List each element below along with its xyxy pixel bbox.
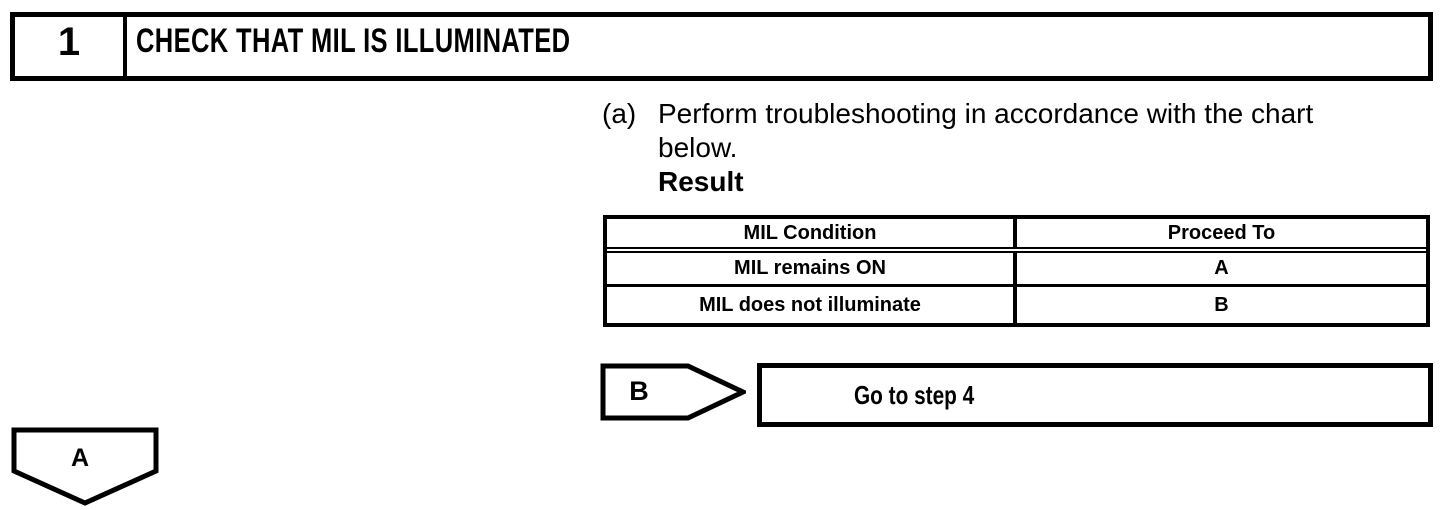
col-header-mil-condition: MIL Condition [607,219,1017,247]
connector-a-icon [11,427,159,506]
action-box: Go to step 4 [757,363,1433,427]
result-label: Result [658,166,744,197]
table-row: MIL remains ON A [607,253,1426,287]
step-title: CHECK THAT MIL IS ILLUMINATED [127,17,1428,76]
instruction-line-1: Perform troubleshooting in accordance wi… [658,98,1314,129]
branch-b-arrow-shape [600,363,746,421]
result-table-header-row: MIL Condition Proceed To [607,219,1426,253]
cell-proceed-2: B [1214,293,1229,316]
step-header: 1 CHECK THAT MIL IS ILLUMINATED [10,12,1433,81]
connector-a-shape [11,427,159,506]
table-row: MIL does not illuminate B [607,287,1426,323]
col-header-proceed-to: Proceed To [1167,221,1276,244]
instruction-text: Perform troubleshooting in accordance wi… [658,97,1313,199]
cell-proceed-1: A [1214,257,1229,279]
step-number: 1 [15,17,127,76]
instruction-marker: (a) [602,98,637,129]
instruction-line-2: below. [658,132,738,163]
connector-a-label: A [70,443,90,472]
cell-condition-1: MIL remains ON [607,253,1017,284]
result-table: MIL Condition Proceed To MIL remains ON … [603,215,1430,327]
action-label: Go to step 4 [854,379,975,410]
step-title-text: CHECK THAT MIL IS ILLUMINATED [136,22,571,60]
branch-b-arrow-icon [600,363,746,421]
instruction-paragraph: (a) Perform troubleshooting in accordanc… [602,97,1313,199]
branch-b-label: B [629,375,649,406]
cell-condition-2: MIL does not illuminate [607,287,1017,323]
